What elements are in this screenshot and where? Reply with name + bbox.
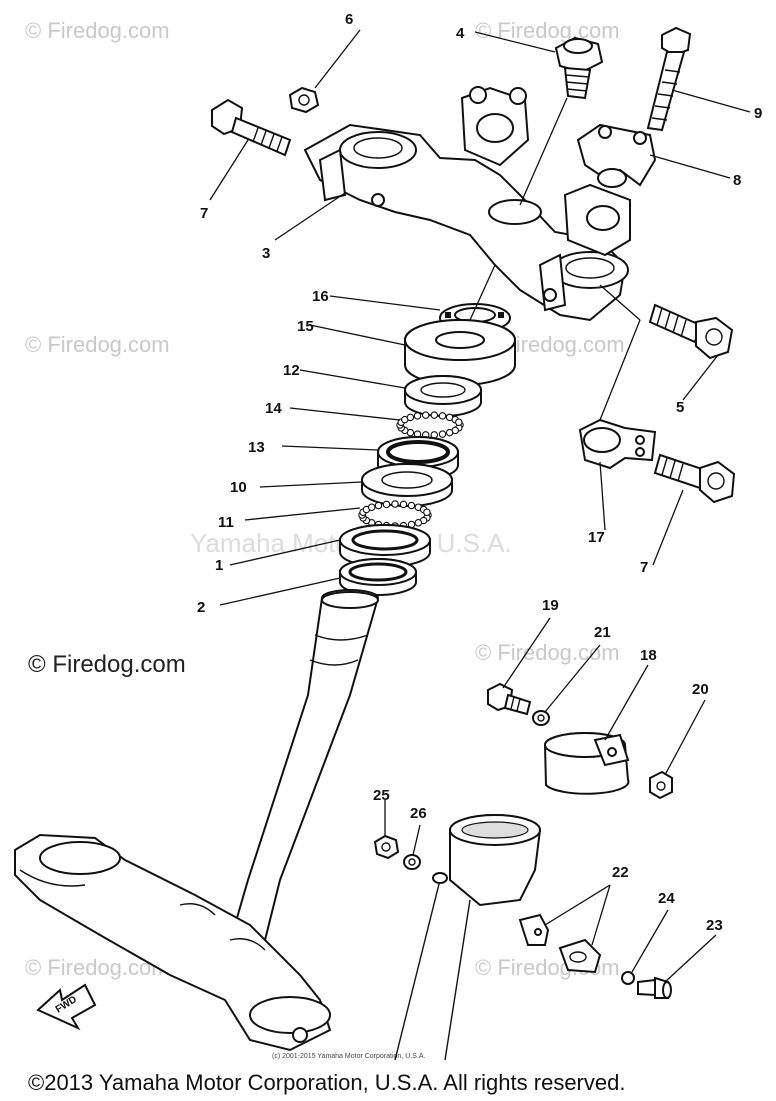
watermarks: © Firedog.com © Firedog.com © Firedog.co… [25,18,625,1060]
callout-13: 13 [248,439,265,456]
callout-3: 3 [262,245,270,262]
bearing-ball [430,411,439,419]
watermark-firedog-5: © Firedog.com [28,651,186,678]
holder-bolt [646,26,692,132]
pinch-bolt-left [211,98,292,157]
lock-washer [403,854,421,870]
callout-22: 22 [612,864,629,881]
bearing-ball [423,508,431,516]
callout-17: 17 [588,529,605,546]
callout-24: 24 [658,890,675,907]
bearing-ball [382,500,391,509]
watermark-firedog-1: © Firedog.com [25,18,170,43]
callout-19: 19 [542,597,559,614]
pinch-bolt-right [648,303,734,360]
clamp-nut [288,86,320,114]
callout-7-lower: 7 [640,559,648,576]
fwd-arrow: FWD [36,983,97,1031]
watermark-firedog-6: © Firedog.com [475,640,620,665]
lower-outer-race [361,463,453,507]
upper-bracket [303,86,631,322]
bearing-ball [407,501,416,510]
dust-seal [339,558,417,596]
callout-7-upper: 7 [200,205,208,222]
bearing-ball [367,503,376,511]
callout-15: 15 [297,318,314,335]
copyright-footer: ©2013 Yamaha Motor Corporation, U.S.A. A… [28,1070,625,1095]
lower-race [339,524,431,568]
bearing-ball [406,413,415,422]
watermark-small-footer: (c) 2001-2015 Yamaha Motor Corporation, … [272,1053,425,1060]
callout-8: 8 [733,172,741,189]
callout-9: 9 [754,105,762,122]
stem-bolt [554,36,604,100]
callout-1: 1 [215,557,223,574]
small-washer [621,971,635,985]
bearing-ball [374,501,383,510]
clamp-bolt [487,682,532,716]
bearing-ball [399,500,408,509]
bearing-ball [455,418,463,426]
upper-handlebar-holder [576,123,657,188]
washer-cover [404,319,516,386]
upper-race [404,375,482,417]
callout-20: 20 [692,681,709,698]
callout-6: 6 [345,11,353,28]
fork-housing [394,814,542,1061]
callout-2: 2 [197,599,205,616]
bearing-ball [413,412,422,420]
bearing-ball [438,412,447,420]
watermark-firedog-3: © Firedog.com [25,332,170,357]
pinch-bolt-lower [653,453,736,504]
callout-14: 14 [265,400,282,417]
light-clamp [543,732,630,795]
callout-10: 10 [230,479,247,496]
bearing-ball [391,500,399,508]
lower-ball-bearings [358,500,432,530]
watermark-firedog-2: © Firedog.com [475,18,620,43]
bearing-ball [414,519,423,527]
bearing-ball [421,411,430,419]
callout-18: 18 [640,647,657,664]
callout-5: 5 [676,399,684,416]
steering-stem [14,589,380,1052]
callout-23: 23 [706,917,723,934]
clamp-washer [532,710,550,726]
bearing-ball [438,430,447,438]
callout-26: 26 [410,805,427,822]
callout-16: 16 [312,288,329,305]
cable-clips [518,913,602,974]
clamp-nut-right [649,770,673,800]
callout-25: 25 [373,787,390,804]
callout-4: 4 [456,25,465,42]
leader-lines [209,29,751,983]
callout-21: 21 [594,624,611,641]
callout-12: 12 [283,362,300,379]
hex-nut [373,834,400,860]
callout-labels: 6 4 9 8 7 3 16 15 12 14 13 10 11 1 2 5 1… [197,11,762,934]
bearing-ball [445,428,454,437]
callout-11: 11 [218,514,234,531]
clip-screw [637,976,672,999]
side-bracket [578,418,657,470]
